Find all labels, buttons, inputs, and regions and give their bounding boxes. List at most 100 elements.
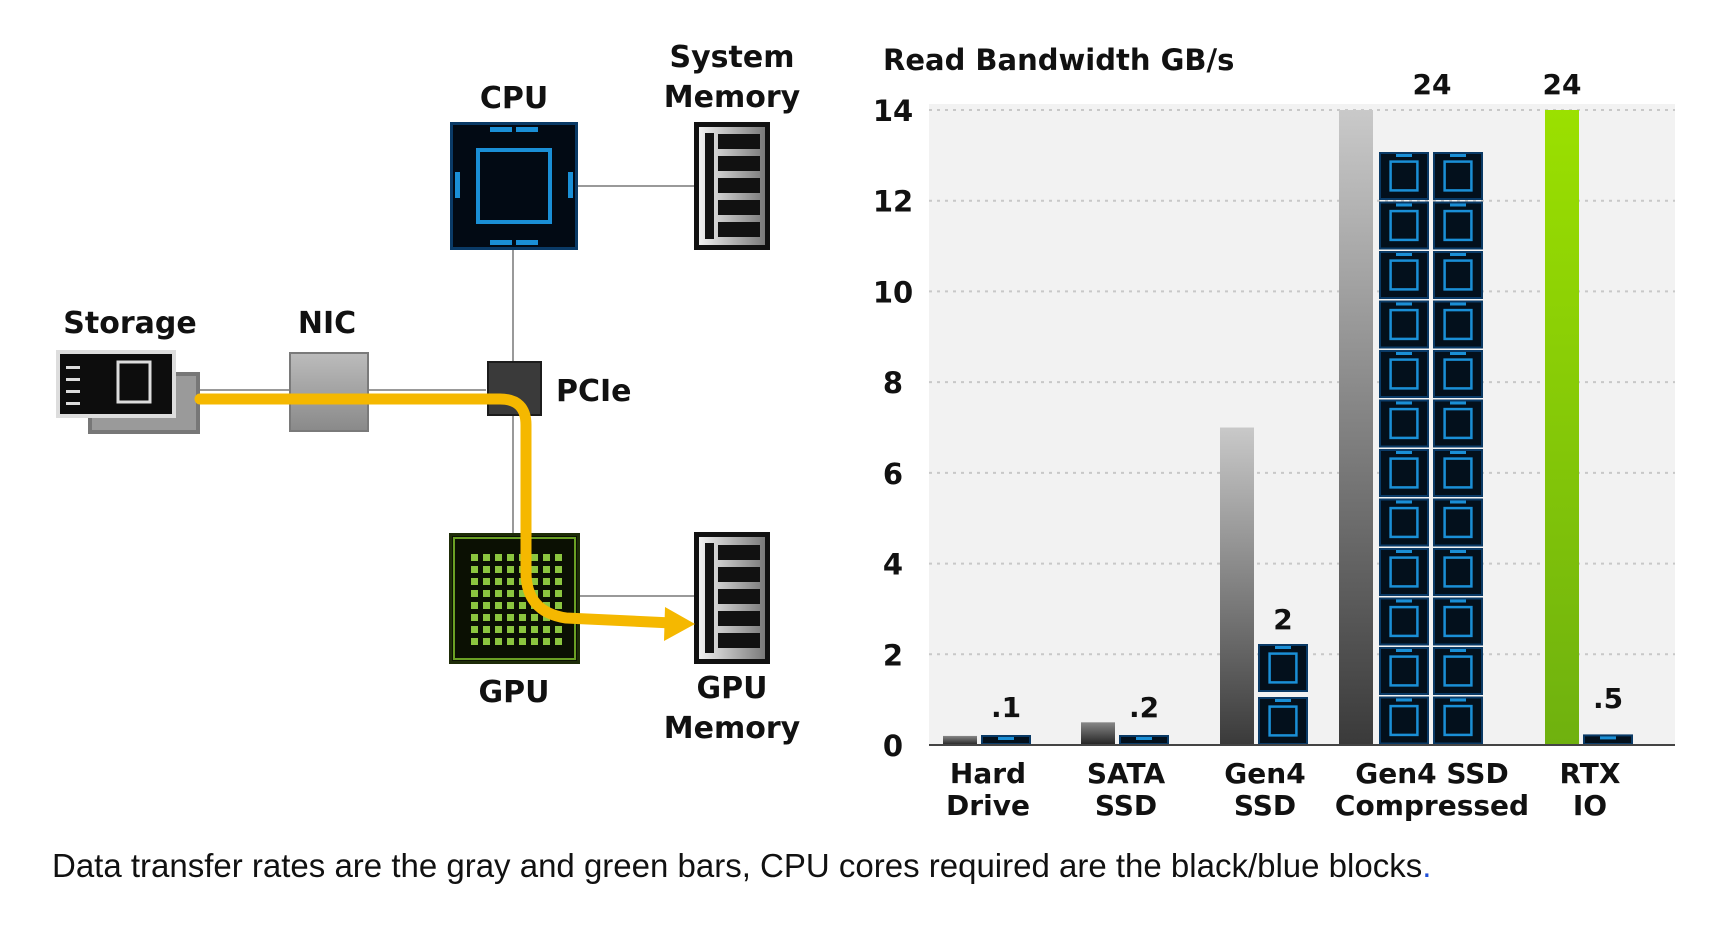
gpu-core-dot bbox=[471, 566, 478, 573]
gpu-core-dot bbox=[555, 590, 562, 597]
cpu-core-block bbox=[1379, 548, 1429, 596]
gpu-core-dot bbox=[507, 578, 514, 585]
gpu-core-dot bbox=[471, 554, 478, 561]
gpu-core-dot bbox=[507, 554, 514, 561]
gpu-core-dot bbox=[555, 578, 562, 585]
storage-label: Storage bbox=[63, 306, 196, 341]
core-count-label: .2 bbox=[1129, 691, 1159, 724]
gpu-memory-label-line2: Memory bbox=[664, 711, 801, 746]
gpu-memory-icon bbox=[694, 532, 770, 664]
gpu-core-dot bbox=[507, 626, 514, 633]
bars bbox=[943, 110, 1579, 745]
cpu-core-block bbox=[1379, 647, 1429, 695]
gpu-core-dot bbox=[495, 554, 502, 561]
gpu-core-dot bbox=[471, 626, 478, 633]
y-tick-label: 2 bbox=[883, 638, 903, 672]
cpu-core-block bbox=[1379, 498, 1429, 547]
core-count-label: .1 bbox=[991, 691, 1021, 724]
gpu-core-dot bbox=[555, 638, 562, 645]
cpu-core-block bbox=[1258, 644, 1308, 692]
gpu-core-dot bbox=[495, 602, 502, 609]
cpu-core-block bbox=[1379, 449, 1429, 497]
cpu-core-block bbox=[1258, 697, 1308, 745]
gpu-core-dot bbox=[531, 626, 538, 633]
gpu-core-dot bbox=[531, 554, 538, 561]
gpu-core-dot bbox=[507, 566, 514, 573]
gpu-core-dot bbox=[471, 614, 478, 621]
gpu-core-dot bbox=[483, 590, 490, 597]
gpu-core-dot bbox=[495, 614, 502, 621]
gpu-core-dot bbox=[483, 602, 490, 609]
gpu-memory-label-line1: GPU bbox=[697, 671, 768, 706]
storage-icon bbox=[56, 350, 200, 434]
chart-title: Read Bandwidth GB/s bbox=[883, 43, 1234, 77]
cpu-core-block bbox=[1379, 597, 1429, 646]
gpu-core-dot bbox=[507, 638, 514, 645]
caption: Data transfer rates are the gray and gre… bbox=[52, 847, 1431, 885]
cpu-core-block bbox=[1433, 449, 1483, 497]
cpu-core-block bbox=[1379, 201, 1429, 250]
cpu-core-block bbox=[1433, 399, 1483, 448]
x-category-label: IO bbox=[1573, 789, 1607, 822]
gpu-core-dot bbox=[543, 566, 550, 573]
gpu-core-dot bbox=[483, 626, 490, 633]
cpu-core-block bbox=[1379, 300, 1429, 349]
gpu-core-dot bbox=[471, 578, 478, 585]
gpu-core-dot bbox=[543, 626, 550, 633]
data-transfer-bar bbox=[1339, 110, 1373, 745]
core-count-label: 24 bbox=[1413, 68, 1452, 101]
y-tick-label: 6 bbox=[883, 457, 903, 491]
cpu-core-block bbox=[1433, 152, 1483, 200]
cpu-core-block bbox=[981, 735, 1031, 745]
gpu-core-dot bbox=[519, 626, 526, 633]
cpu-core-block bbox=[1433, 696, 1483, 745]
gpu-core-dot bbox=[483, 578, 490, 585]
core-count-label: 2 bbox=[1273, 603, 1292, 636]
gpu-core-dot bbox=[519, 602, 526, 609]
y-tick-label: 10 bbox=[873, 275, 913, 309]
x-category-label: RTX bbox=[1560, 757, 1621, 790]
x-category-label: Drive bbox=[946, 789, 1030, 822]
x-category-label: SSD bbox=[1234, 789, 1296, 822]
nic-icon bbox=[289, 352, 369, 432]
gpu-core-dot bbox=[531, 578, 538, 585]
data-transfer-bar bbox=[943, 735, 977, 745]
cpu-core-block bbox=[1379, 350, 1429, 398]
cpu-core-block bbox=[1379, 152, 1429, 200]
y-tick-label: 12 bbox=[873, 185, 913, 219]
x-category-label: Gen4 SSD bbox=[1355, 757, 1508, 790]
data-transfer-bar bbox=[1545, 110, 1579, 745]
gpu-core-dot bbox=[483, 566, 490, 573]
gpu-core-dot bbox=[495, 638, 502, 645]
gpu-core-dot bbox=[495, 590, 502, 597]
gpu-core-dot bbox=[555, 566, 562, 573]
x-category-label: SSD bbox=[1095, 789, 1157, 822]
gpu-core-dot bbox=[543, 638, 550, 645]
nic-label: NIC bbox=[298, 306, 356, 341]
system-memory-label-line1: System bbox=[670, 40, 795, 75]
gpu-core-dot bbox=[519, 638, 526, 645]
cpu-chip bbox=[450, 122, 578, 250]
gpu-core-dot bbox=[543, 590, 550, 597]
gpu-core-dot bbox=[495, 566, 502, 573]
data-transfer-bar bbox=[1081, 722, 1115, 745]
y-tick-label: 4 bbox=[883, 548, 903, 582]
cpu-core-block bbox=[1433, 251, 1483, 299]
pcie-label: PCIe bbox=[556, 374, 632, 409]
x-category-label: Compressed bbox=[1335, 789, 1529, 822]
gpu-core-dot bbox=[555, 554, 562, 561]
cpu-core-block bbox=[1119, 735, 1169, 745]
y-tick-label: 0 bbox=[883, 729, 903, 763]
gpu-core-dot bbox=[507, 602, 514, 609]
architecture-diagram: CPU System Memory Storage bbox=[56, 40, 801, 746]
data-path-arrowhead bbox=[664, 607, 695, 641]
gpu-core-dot bbox=[555, 626, 562, 633]
gpu-core-dot bbox=[531, 614, 538, 621]
cpu-core-block bbox=[1583, 734, 1633, 745]
cpu-core-block bbox=[1433, 300, 1483, 349]
cpu-core-block bbox=[1433, 548, 1483, 596]
